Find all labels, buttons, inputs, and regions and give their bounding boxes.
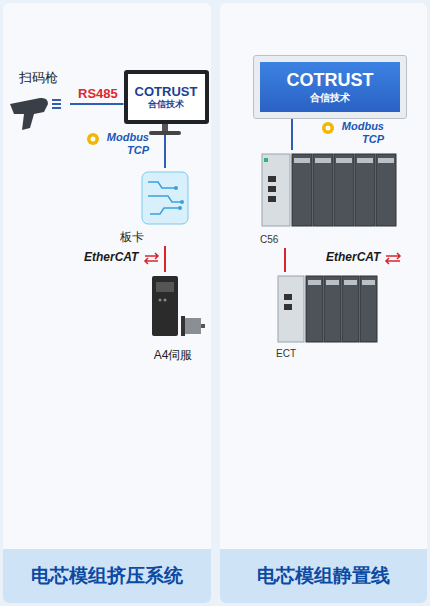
modbus-gear — [322, 122, 334, 134]
plc-cpu — [262, 154, 290, 226]
connection-line — [70, 103, 124, 105]
brand-text: 合信技术 — [148, 99, 184, 110]
servo-node: A4伺服 — [138, 272, 208, 364]
io-module — [324, 276, 341, 342]
plc-led — [264, 158, 268, 162]
board-node: 板卡 — [118, 168, 190, 246]
motor-shaft — [201, 324, 205, 328]
monitor-base — [149, 131, 181, 135]
module-strip — [362, 280, 375, 285]
device-label: C56 — [260, 234, 278, 246]
scanner-icon — [10, 98, 48, 130]
servo-dot — [164, 299, 167, 302]
board-pad — [180, 200, 184, 204]
servo-motor — [185, 318, 201, 334]
monitor-stand — [162, 124, 168, 132]
board-pad — [174, 186, 178, 190]
device-label: ECT — [276, 348, 296, 360]
plc-module — [334, 154, 354, 226]
system-title: 电芯模组挤压系统 — [3, 549, 211, 603]
protocol-label: RS485 — [78, 86, 118, 101]
connection-line — [284, 248, 286, 272]
plc-port — [268, 186, 276, 192]
module-strip — [326, 280, 339, 285]
protocol-label: EtherCAT — [84, 250, 138, 264]
port-stripe — [52, 107, 61, 109]
io-module — [342, 276, 359, 342]
ethercat-arrow — [386, 258, 400, 264]
hmi-screen: COTRUST合信技术 — [254, 56, 406, 118]
system-title: 电芯模组静置线 — [220, 549, 427, 603]
brand-text: COTRUST — [287, 70, 374, 92]
port-stripe — [52, 99, 61, 101]
modbus-gear-hole — [326, 126, 331, 131]
module-strip — [315, 158, 331, 163]
modbus-gear-hole — [91, 137, 96, 142]
modbus-gear — [87, 133, 99, 145]
servo-drive — [152, 276, 178, 336]
motor-flange — [181, 316, 185, 336]
port-stripe — [52, 103, 61, 105]
device-label: 板卡 — [120, 230, 144, 244]
module-strip — [336, 158, 352, 163]
connection-line — [291, 118, 293, 150]
plc-port — [268, 176, 276, 182]
plc-module — [292, 154, 312, 226]
ethercat-arrow — [145, 258, 158, 264]
brand-text: 合信技术 — [310, 92, 350, 104]
board-trace — [148, 196, 182, 202]
io-node: ECT — [274, 272, 382, 362]
module-strip — [294, 158, 310, 163]
io-module — [360, 276, 377, 342]
plc-node: C56 — [258, 150, 404, 248]
ect-head — [278, 276, 304, 342]
panel-ground — [3, 3, 211, 603]
system-panel: 电芯模组静置线 COTRUST合信技术 C56ECT — [220, 3, 427, 603]
scanner-node: 扫码枪 — [6, 68, 70, 140]
io-module — [306, 276, 323, 342]
board-trace — [148, 182, 176, 188]
hmi-screen: COTRUST合信技术 — [124, 70, 209, 124]
board-icon — [142, 172, 188, 224]
plc-module — [313, 154, 333, 226]
board-trace — [150, 208, 180, 214]
board-pad — [178, 206, 182, 210]
protocol-label: Modbus TCP — [101, 131, 149, 156]
device-label: A4伺服 — [154, 348, 193, 362]
plc-module — [376, 154, 396, 226]
module-strip — [344, 280, 357, 285]
module-strip — [357, 158, 373, 163]
servo-panel — [156, 282, 174, 292]
module-strip — [308, 280, 321, 285]
connection-line — [164, 246, 166, 272]
module-strip — [378, 158, 394, 163]
ect-port — [284, 304, 292, 310]
panel-ground — [220, 3, 427, 603]
protocol-label: EtherCAT — [326, 250, 380, 264]
servo-dot — [159, 299, 162, 302]
plc-module — [355, 154, 375, 226]
ect-port — [284, 294, 292, 300]
plc-port — [268, 196, 276, 202]
brand-text: COTRUST — [135, 84, 198, 100]
protocol-label: Modbus TCP — [336, 120, 384, 145]
device-label: 扫码枪 — [19, 70, 58, 86]
